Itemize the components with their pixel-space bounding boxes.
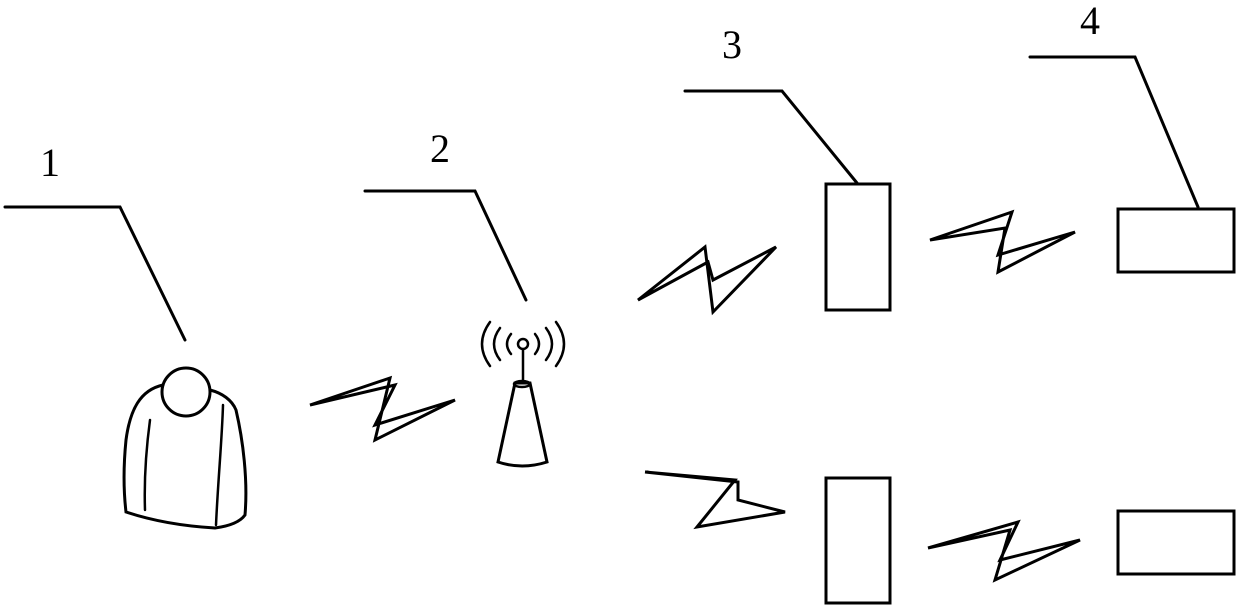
relay-device-bottom <box>826 478 890 603</box>
wireless-link-icon <box>310 378 455 440</box>
label-3: 3 <box>722 22 742 67</box>
wireless-link-icon <box>930 212 1075 272</box>
wireless-link-icon <box>928 522 1080 580</box>
wireless-link-icon <box>645 472 785 527</box>
leader-line-4 <box>1030 57 1198 207</box>
label-4: 4 <box>1080 0 1100 43</box>
label-2: 2 <box>430 126 450 171</box>
label-1: 1 <box>40 140 60 185</box>
leader-line-2 <box>365 191 526 300</box>
person-icon <box>124 368 246 528</box>
antenna-tower-icon <box>482 322 564 466</box>
leader-line-3 <box>685 91 857 183</box>
wireless-link-icon <box>638 247 776 312</box>
leader-line-1 <box>5 207 185 340</box>
terminal-device-bottom <box>1118 511 1234 574</box>
relay-device-top <box>826 184 890 310</box>
terminal-device-top <box>1118 209 1234 272</box>
